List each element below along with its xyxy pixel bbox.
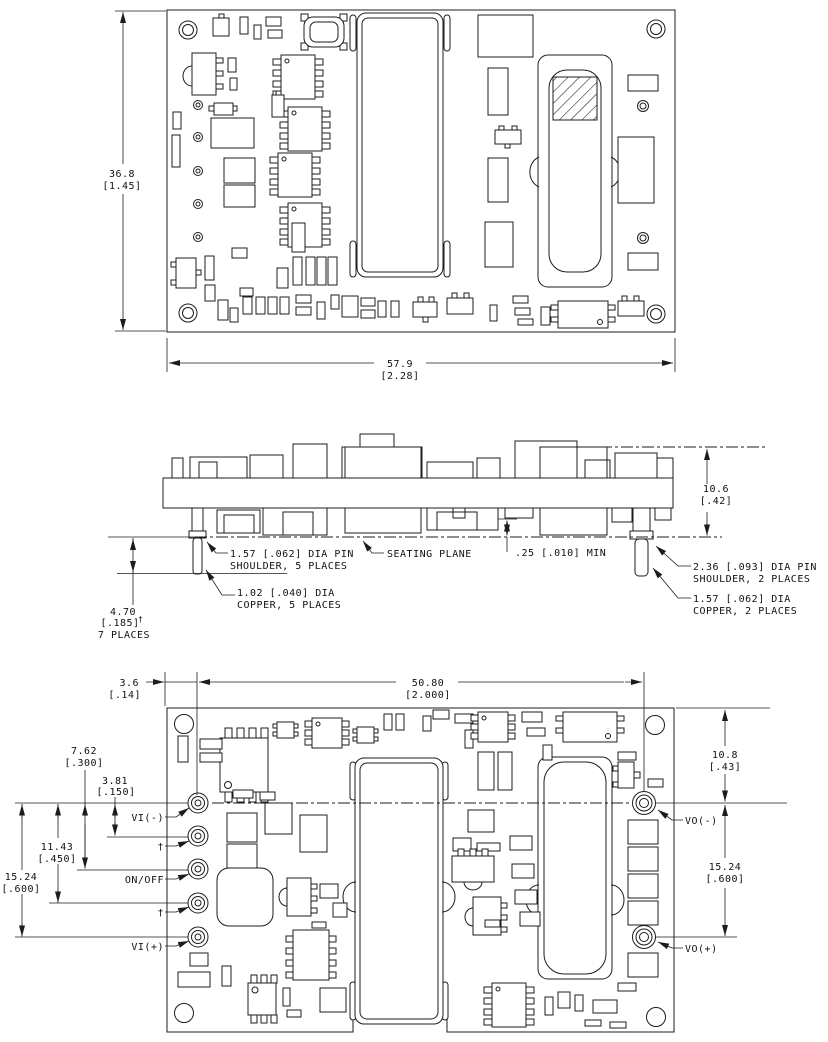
callout-min-clearance: .25 [.010] MIN [515,548,606,559]
dim-module-height-mm: 10.6 [703,484,729,495]
callout-shoulder5-line2: SHOULDER, 5 PLACES [230,561,347,572]
side-view-callout-copper-2: 1.57 [.062] DIA COPPER, 2 PLACES [652,567,797,617]
pin-label-dagger-1: † [157,842,164,853]
bottom-view-left-dimensions: 7.62 [.300] 3.81 [.150] 11.43 [.450] 15.… [1,746,188,938]
dim-board-height-mm: 36.8 [109,169,135,180]
hatched-label-area [552,76,598,121]
bottom-view: 3.6 [.14] 50.80 [2.000] 7.62 [.300] 3.81… [1,672,787,1033]
dim-1143-mm: 11.43 [41,842,74,853]
callout-copper2-line1: 1.57 [.062] DIA [693,594,791,605]
bottom-view-output-choke [525,756,625,980]
dim-762-in: [.300] [64,758,103,769]
dim-pin-length-mm: 4.70 [110,607,136,618]
side-view-reference-lines [108,446,768,574]
side-view-right-pin [629,507,654,577]
pin-label-vi-pos: VI(+) [131,942,164,953]
dim-pin-length-dagger: † [138,615,143,624]
bottom-view-top-dimensions: 3.6 [.14] 50.80 [2.000] [108,672,645,795]
bottom-view-smd-components [177,709,664,1029]
dim-board-width-in: [2.28] [380,371,419,382]
dim-1524-right-in: [.600] [705,874,744,885]
top-view-transformer-slot [349,12,451,278]
dim-1524-right-mm: 15.24 [709,862,742,873]
dim-module-height-in: [.42] [700,496,733,507]
side-view-min-clearance: .25 [.010] MIN [504,520,606,559]
dim-pin-span-in: [2.000] [405,690,451,701]
dim-1143-in: [.450] [37,854,76,865]
dim-pin-length-places: 7 PLACES [98,630,150,641]
callout-copper2-line2: COPPER, 2 PLACES [693,606,797,617]
side-view-left-pin [188,507,207,575]
pin-label-vo-pos: VO(+) [685,944,718,955]
callout-shoulder2-line2: SHOULDER, 2 PLACES [693,574,810,585]
pin-label-vi-neg: VI(-) [131,813,164,824]
callout-copper5-line1: 1.02 [.040] DIA [237,588,335,599]
dim-pin-length-in: [.185] [100,618,139,629]
callout-shoulder5-line1: 1.57 [.062] DIA PIN [230,549,354,560]
side-view-pin-length-dimension: 4.70 [.185] † 7 PLACES [98,538,150,641]
dim-edge-offset-mm: 3.6 [119,678,139,689]
pin-label-vo-neg: VO(-) [685,816,718,827]
side-view-callout-shoulder-2: 2.36 [.093] DIA PIN SHOULDER, 2 PLACES [655,545,817,585]
dim-board-height-in: [1.45] [102,181,141,192]
dim-1524-left-in: [.600] [1,884,40,895]
top-view-smd-components [170,13,659,329]
dim-edge-offset-in: [.14] [108,690,141,701]
bottom-view-pin-labels: VI(-) † ON/OFF † VI(+) VO(-) VO(+) [125,807,718,955]
side-view-components-bottom [216,507,672,536]
dim-381-in: [.150] [96,787,135,798]
top-view-dimensions: 36.8 [1.45] 57.9 [2.28] [102,10,676,382]
side-view: 10.6 [.42] 4.70 [.185] † 7 PLACES .25 [.… [98,433,817,641]
bottom-view-right-dimensions: 10.8 [.43] 15.24 [.600] [656,707,787,938]
dim-108-in: [.43] [709,762,742,773]
callout-shoulder2-line1: 2.36 [.093] DIA PIN [693,562,817,573]
pin-label-dagger-2: † [157,908,164,919]
dim-pin-span-mm: 50.80 [412,678,445,689]
dim-381-mm: 3.81 [102,776,128,787]
side-view-callout-seating-plane: SEATING PLANE [362,540,472,560]
side-view-callout-shoulder-5: 1.57 [.062] DIA PIN SHOULDER, 5 PLACES [206,541,354,572]
side-view-pcb-bar [162,477,674,509]
side-view-components-top [171,433,674,479]
dim-board-width-mm: 57.9 [387,359,413,370]
side-view-callout-copper-5: 1.02 [.040] DIA COPPER, 5 PLACES [205,569,341,611]
dim-108-mm: 10.8 [712,750,738,761]
callout-copper5-line2: COPPER, 5 PLACES [237,600,341,611]
side-view-height-dimension: 10.6 [.42] [700,449,733,536]
pin-label-onoff: ON/OFF [125,875,164,886]
top-view: 36.8 [1.45] 57.9 [2.28] [102,9,676,382]
callout-seating-plane: SEATING PLANE [387,549,472,560]
bottom-view-transformer-slot [342,757,456,1025]
top-view-output-choke [529,54,621,288]
dim-762-mm: 7.62 [71,746,97,757]
dim-1524-left-mm: 15.24 [5,872,38,883]
